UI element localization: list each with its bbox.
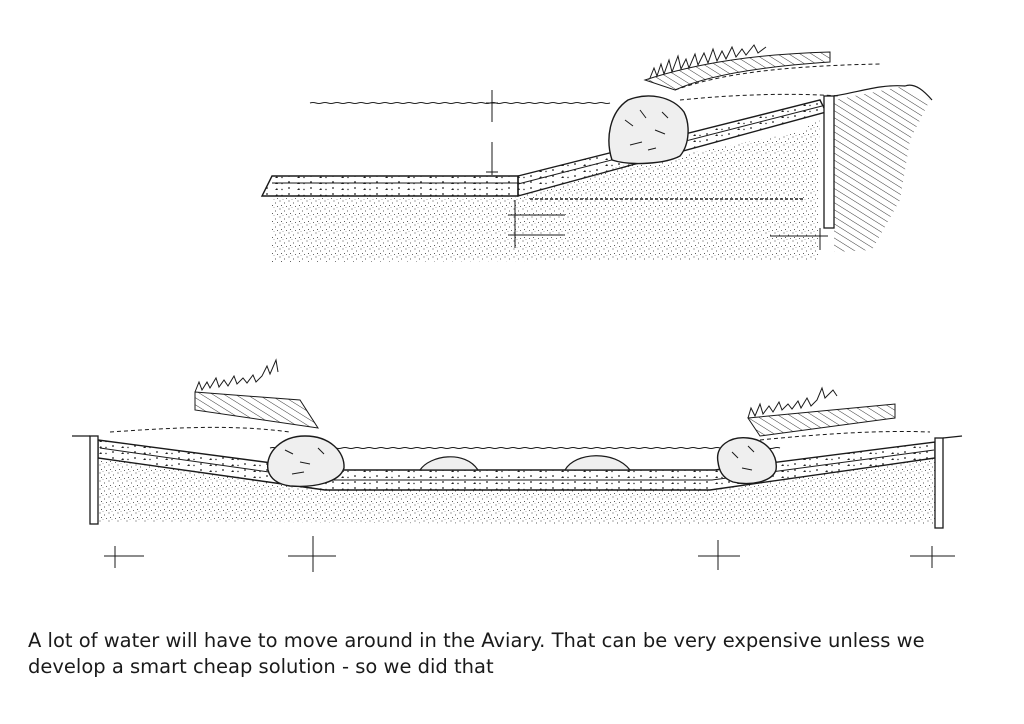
right-post: [934, 437, 944, 529]
single-sided-stream-edge-section: [260, 44, 933, 262]
soil-hatch: [834, 86, 930, 252]
retaining-wall: [823, 95, 835, 229]
left-post: [89, 435, 99, 525]
water-surface-line: [269, 447, 781, 449]
dimension-marks: [486, 90, 828, 250]
concrete-slab-flat: [260, 175, 519, 197]
right-grass-bank: [747, 403, 896, 437]
two-sided-channel-section: [72, 358, 963, 572]
grass-bank: [643, 51, 831, 91]
small-mound: [418, 456, 480, 471]
caption-text: A lot of water will have to move around …: [28, 629, 925, 678]
boulder: [608, 95, 689, 165]
small-mound: [563, 455, 632, 471]
dimension-marks: [104, 536, 955, 572]
left-boulder: [267, 435, 345, 488]
right-boulder: [716, 437, 777, 485]
ground-stipple: [272, 118, 820, 262]
ground-stipple: [98, 458, 940, 525]
left-grass-bank: [194, 391, 320, 429]
water-surface-line: [309, 102, 611, 104]
